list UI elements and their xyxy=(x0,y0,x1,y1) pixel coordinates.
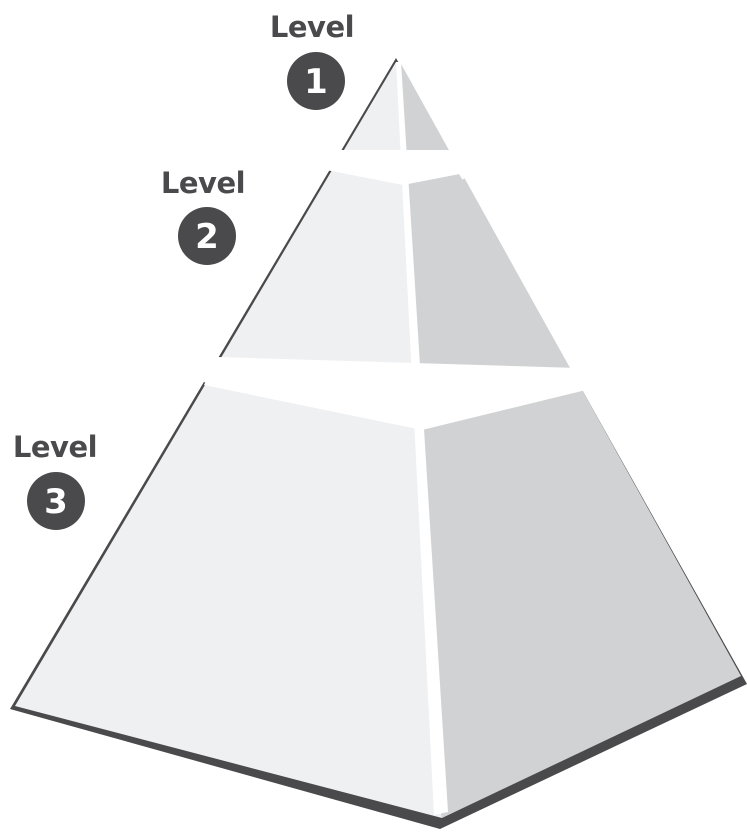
level-1-label: Level 1 xyxy=(270,10,354,110)
level-3-label: Level 3 xyxy=(13,430,97,530)
level-2-word: Level xyxy=(161,166,245,200)
level-2-number: 2 xyxy=(195,217,219,257)
level-1-number: 1 xyxy=(304,62,328,102)
level-1-word: Level xyxy=(270,10,354,44)
level-3-number: 3 xyxy=(44,482,68,522)
level-3-word: Level xyxy=(13,430,97,464)
level-2-label: Level 2 xyxy=(161,166,245,265)
